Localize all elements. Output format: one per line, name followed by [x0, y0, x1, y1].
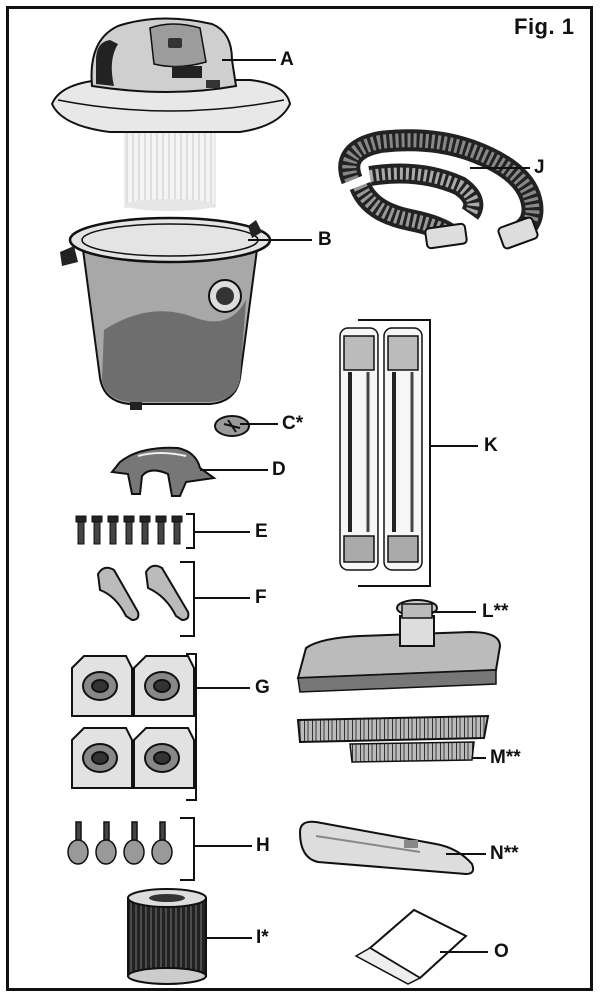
hose-illustration: [338, 129, 544, 250]
extension-wands-illustration: [339, 319, 431, 587]
label-g: G: [255, 677, 270, 698]
label-b: B: [318, 229, 332, 250]
label-a: A: [280, 49, 294, 70]
manual-illustration: [354, 908, 468, 985]
figure-title: Fig. 1: [514, 14, 575, 39]
label-l: L**: [482, 601, 509, 622]
label-d: D: [272, 459, 286, 480]
floor-nozzle-illustration: [296, 599, 502, 693]
leader-lines: [194, 59, 530, 953]
canister-illustration: [60, 216, 272, 410]
motor-head-illustration: [50, 17, 292, 211]
label-j: J: [534, 157, 545, 178]
label-k: K: [484, 435, 498, 456]
label-n: N**: [490, 843, 519, 864]
cartridge-filter-illustration: [127, 888, 207, 985]
label-f: F: [255, 587, 267, 608]
label-m: M**: [490, 747, 521, 768]
clips-illustration: [96, 561, 195, 637]
label-c: C*: [282, 413, 304, 434]
brush-strips-illustration: [296, 714, 490, 763]
handle-illustration: [110, 446, 217, 497]
drain-cap-illustration: [214, 415, 250, 437]
label-i: I*: [256, 927, 269, 948]
casters-illustration: [67, 817, 195, 881]
screws-illustration: [75, 513, 195, 549]
caster-feet-illustration: [71, 653, 197, 801]
label-h: H: [256, 835, 270, 856]
crevice-tool-illustration: [298, 820, 475, 876]
label-o: O: [494, 941, 509, 962]
label-e: E: [255, 521, 268, 542]
